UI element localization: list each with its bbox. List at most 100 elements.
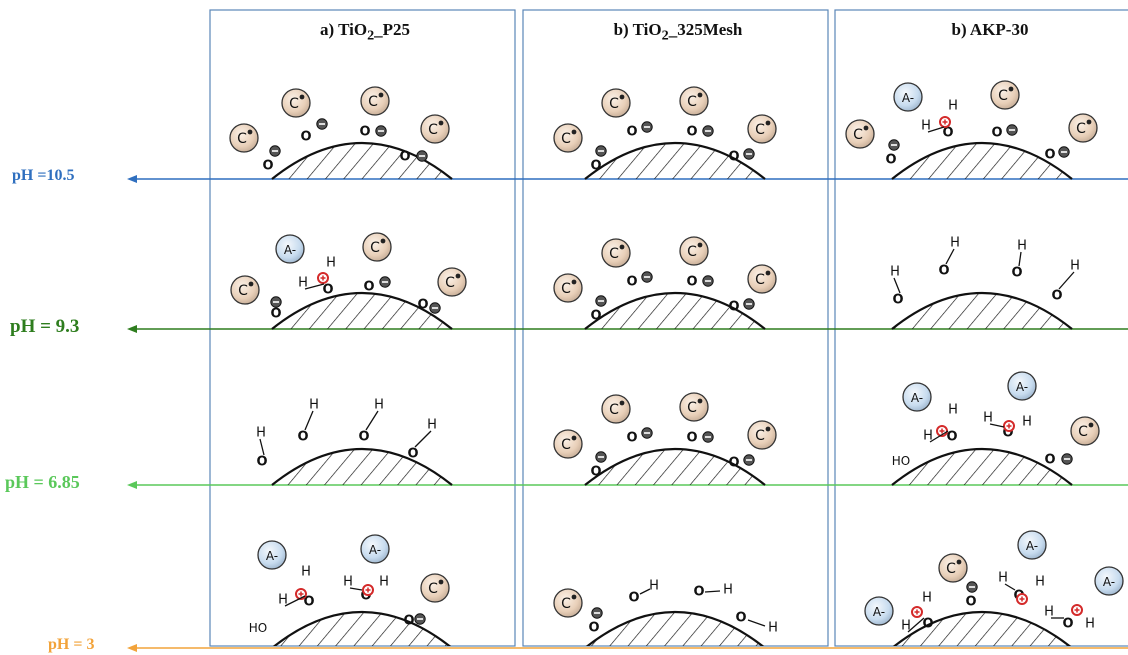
cation-sphere-icon: C — [1070, 416, 1100, 446]
particle-edge — [584, 142, 766, 180]
particle-edge — [584, 292, 766, 330]
hydrogen-atom: H — [983, 411, 993, 426]
oxygen-atom: O — [590, 309, 601, 324]
positive-charge-icon — [1016, 593, 1028, 605]
oxygen-atom: O — [892, 293, 903, 308]
negative-charge-icon — [591, 607, 603, 619]
positive-charge-dot — [571, 129, 577, 135]
negative-charge-icon — [416, 150, 428, 162]
oxygen-atom: O — [628, 591, 639, 606]
bond — [1018, 251, 1022, 267]
negative-charge-icon — [595, 295, 607, 307]
oxide-particle-surface-icon — [271, 448, 453, 486]
ph-arrow-icon — [127, 644, 137, 652]
negative-charge-icon — [429, 302, 441, 314]
column-header-1: b) TiO2_325Mesh — [613, 20, 743, 44]
bond — [929, 430, 949, 443]
oxygen-atom: O — [588, 621, 599, 636]
hydrogen-atom: H — [948, 403, 958, 418]
particle-edge — [271, 142, 453, 180]
hydrogen-atom: H — [427, 418, 437, 433]
surface-hydroxyl: HO — [249, 621, 267, 635]
negative-charge-icon — [375, 125, 387, 137]
negative-charge-icon — [1006, 124, 1018, 136]
cation-sphere-icon: C — [553, 588, 583, 618]
anion-sphere-icon: A- — [902, 382, 932, 412]
oxygen-atom: O — [256, 455, 267, 470]
hydrogen-atom: H — [326, 256, 336, 271]
bond — [907, 617, 925, 633]
bond — [945, 248, 955, 265]
positive-charge-dot — [455, 273, 461, 279]
negative-charge-icon — [702, 125, 714, 137]
sphere — [893, 82, 923, 112]
oxygen-atom: O — [270, 307, 281, 322]
sphere — [1017, 530, 1047, 560]
anion-label: A- — [266, 549, 278, 563]
positive-charge-dot — [571, 435, 577, 441]
positive-charge-dot — [697, 92, 703, 98]
anion-label: A- — [902, 91, 914, 105]
anion-label: A- — [911, 391, 923, 405]
ph-arrow-icon — [127, 481, 137, 489]
hydrogen-atom: H — [379, 575, 389, 590]
oxide-particle-surface-icon — [271, 292, 453, 330]
positive-charge-dot — [438, 579, 444, 585]
hydrogen-atom: H — [374, 398, 384, 413]
ph-label-0: pH =10.5 — [12, 167, 75, 184]
cation-label: C — [755, 122, 765, 138]
oxide-particle-surface-icon — [892, 611, 1072, 646]
cation-label: C — [609, 96, 619, 112]
oxide-particle-surface-icon — [891, 142, 1073, 180]
bond — [1058, 271, 1075, 290]
oxide-particle-surface-icon — [272, 611, 452, 646]
oxygen-atom: O — [686, 275, 697, 290]
cation-sphere-icon: C — [1068, 113, 1098, 143]
hydrogen-atom: H — [343, 575, 353, 590]
anion-label: A- — [873, 605, 885, 619]
positive-charge-icon — [1071, 604, 1083, 616]
oxide-particle-surface-icon — [891, 292, 1073, 330]
negative-charge-icon — [595, 145, 607, 157]
oxygen-atom: O — [626, 431, 637, 446]
oxygen-atom: O — [403, 614, 414, 629]
cation-label: C — [687, 94, 697, 110]
oxygen-atom: O — [686, 431, 697, 446]
hydrogen-atom: H — [309, 398, 319, 413]
anion-sphere-icon: A- — [275, 234, 305, 264]
oxygen-atom: O — [728, 456, 739, 471]
negative-charge-icon — [702, 431, 714, 443]
negative-charge-icon — [888, 139, 900, 151]
oxygen-atom: O — [399, 150, 410, 165]
positive-charge-dot — [247, 129, 253, 135]
cation-label: C — [428, 581, 438, 597]
oxygen-atom: O — [626, 275, 637, 290]
oxygen-atom: O — [885, 153, 896, 168]
bond — [639, 588, 651, 595]
anion-sphere-icon: A- — [1094, 566, 1124, 596]
cation-label: C — [609, 246, 619, 262]
oxygen-atom: O — [728, 300, 739, 315]
hydrogen-atom: H — [649, 579, 659, 594]
cation-label: C — [561, 596, 571, 612]
positive-charge-dot — [571, 594, 577, 600]
ph-label-3: pH = 3 — [48, 636, 95, 653]
oxygen-atom: O — [417, 298, 428, 313]
cation-label: C — [368, 94, 378, 110]
anion-sphere-icon: A- — [1007, 371, 1037, 401]
cation-sphere-icon: C — [553, 273, 583, 303]
sphere — [864, 596, 894, 626]
cation-label: C — [687, 400, 697, 416]
cation-sphere-icon: C — [938, 553, 968, 583]
bond — [989, 423, 1005, 428]
bond — [349, 587, 363, 591]
hydrogen-atom: H — [948, 99, 958, 114]
oxygen-atom: O — [359, 125, 370, 140]
cation-sphere-icon: C — [420, 573, 450, 603]
cation-label: C — [370, 240, 380, 256]
cation-sphere-icon: C — [679, 86, 709, 116]
particle-edge — [891, 448, 1073, 486]
hydrogen-atom: H — [998, 571, 1008, 586]
positive-charge-icon — [362, 584, 374, 596]
